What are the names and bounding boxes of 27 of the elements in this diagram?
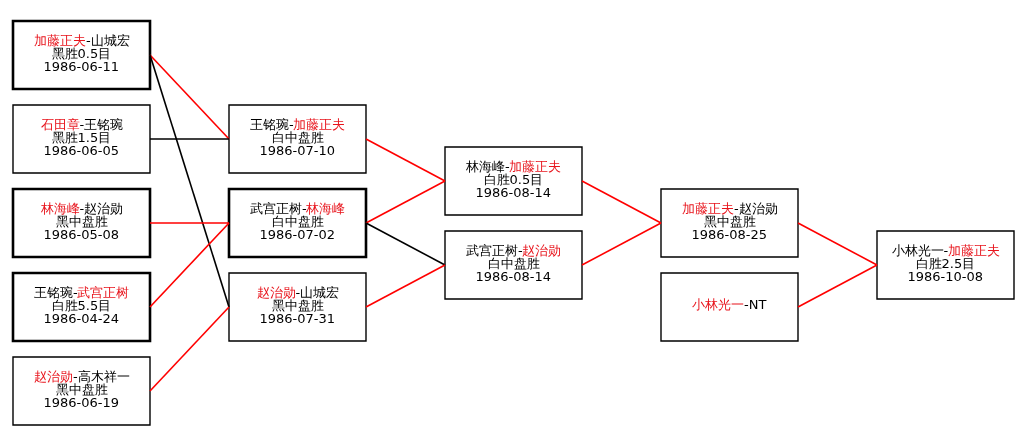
connector — [149, 221, 230, 308]
connector — [149, 53, 230, 308]
node-box: 林海峰-加藤正夫 白胜0.5目 1986-08-14 — [444, 145, 583, 216]
node-box: 小林光一-NT — [660, 271, 799, 342]
connector — [149, 305, 230, 392]
connector — [365, 263, 446, 308]
connector — [149, 221, 230, 224]
node-box: 加藤正夫-赵治勋 黑中盘胜 1986-08-25 — [660, 187, 799, 258]
connector — [149, 137, 230, 140]
node-box: 加藤正夫-山城宏 黑胜0.5目 1986-06-11 — [11, 19, 152, 90]
node-box: 小林光一-加藤正夫 白胜2.5目 1986-10-08 — [876, 229, 1015, 300]
node-box: 武宫正树-赵治勋 白中盘胜 1986-08-14 — [444, 229, 583, 300]
node-box: 赵治勋-高木祥一 黑中盘胜 1986-06-19 — [12, 355, 151, 426]
connector — [365, 221, 446, 266]
node-box: 王铭琬-武宫正树 白胜5.5目 1986-04-24 — [11, 271, 152, 342]
connector — [797, 263, 878, 308]
node-box: 武宫正树-林海峰 白中盘胜 1986-07-02 — [227, 187, 368, 258]
connector — [797, 221, 878, 266]
node-box: 林海峰-赵治勋 黑中盘胜 1986-05-08 — [11, 187, 152, 258]
node-box: 王铭琬-加藤正夫 白中盘胜 1986-07-10 — [228, 103, 367, 174]
connector — [365, 179, 446, 224]
node-box: 赵治勋-山城宏 黑中盘胜 1986-07-31 — [228, 271, 367, 342]
connector — [149, 53, 230, 140]
connector — [581, 221, 662, 266]
connector — [581, 179, 662, 224]
node-box: 石田章-王铭琬 黑胜1.5目 1986-06-05 — [12, 103, 151, 174]
connector — [365, 137, 446, 182]
